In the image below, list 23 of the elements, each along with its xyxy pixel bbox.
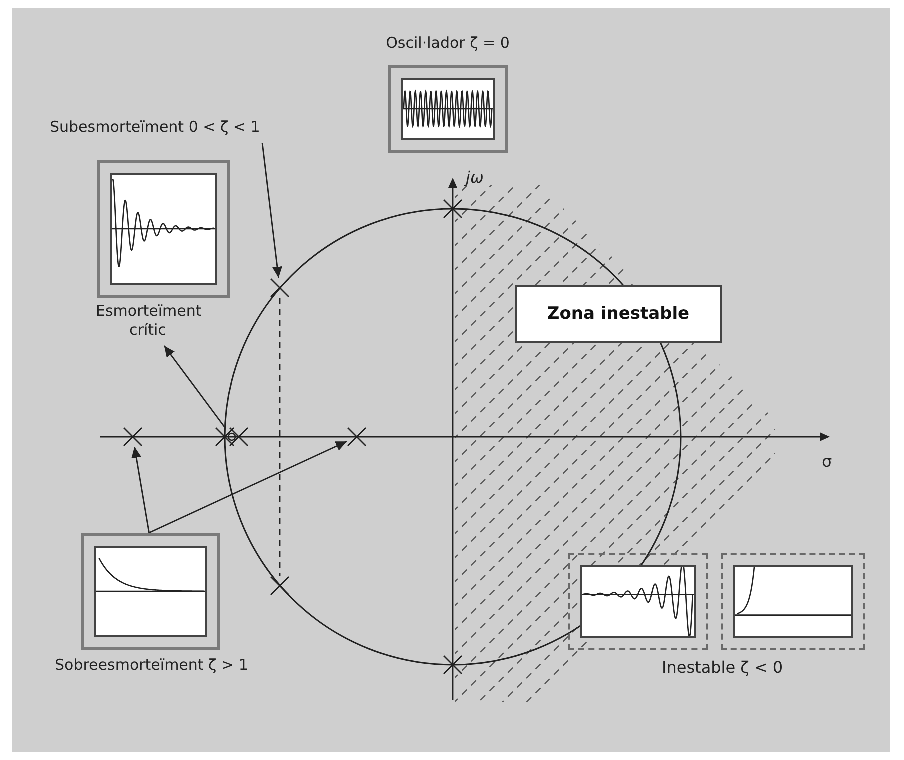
region-caption: Inestable ζ < 0 <box>662 658 784 677</box>
dashed-frame <box>568 553 708 650</box>
arrow <box>262 143 282 278</box>
arrow <box>132 446 150 534</box>
dashed-line <box>279 298 281 576</box>
plot-caption: Subesmorteïment 0 < ζ < 1 <box>50 118 262 136</box>
pole-marker <box>123 427 143 447</box>
axis-label: σ <box>822 452 832 471</box>
pole-marker <box>270 278 290 298</box>
arrow <box>149 440 348 534</box>
pole-marker <box>215 427 249 447</box>
annotation-text: Esmorteïment crític <box>96 302 200 346</box>
label-box <box>515 285 722 343</box>
region-label: Zona inestable <box>547 304 690 324</box>
plot-caption: Sobreesmorteïment ζ > 1 <box>55 656 250 674</box>
dashed-frame <box>721 553 865 650</box>
plot-caption: Oscil·lador ζ = 0 <box>385 34 511 52</box>
pole-marker <box>443 655 463 675</box>
arrow <box>164 346 226 428</box>
axis-label: jω <box>466 168 484 187</box>
pole-marker <box>347 427 367 447</box>
pole-marker <box>443 199 463 219</box>
pole-marker <box>270 576 290 596</box>
